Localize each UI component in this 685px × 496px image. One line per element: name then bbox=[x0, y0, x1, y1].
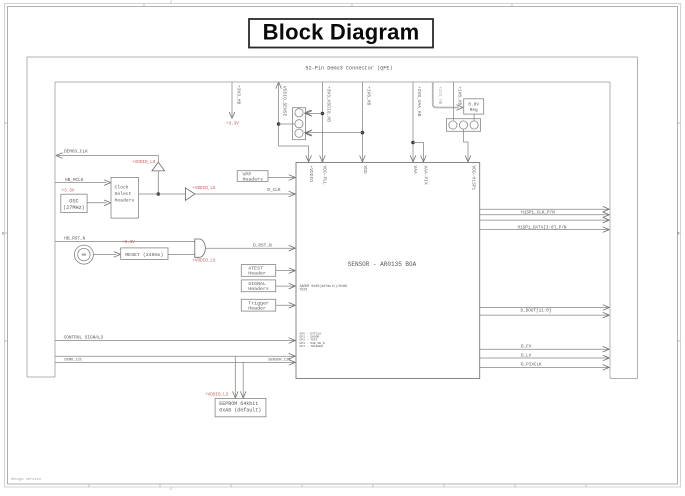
svg-text:D_CLK: D_CLK bbox=[267, 188, 281, 193]
svg-text:VDD-HiSPi: VDD-HiSPi bbox=[471, 166, 477, 191]
svg-text:+VDDIO: +VDDIO bbox=[308, 166, 314, 183]
svg-text:D_RST_N: D_RST_N bbox=[253, 244, 272, 249]
svg-text:SIGNAL: SIGNAL bbox=[248, 281, 266, 287]
svg-text:ATEST: ATEST bbox=[248, 266, 263, 272]
svg-text:DEMO_I2C: DEMO_I2C bbox=[64, 359, 82, 363]
svg-text:Block Diagram: Block Diagram bbox=[263, 19, 420, 44]
svg-text:+VDDIO_LS: +VDDIO_LS bbox=[132, 160, 156, 165]
svg-text:D_FV: D_FV bbox=[521, 344, 532, 349]
svg-text:+VDDIO_LS: +VDDIO_LS bbox=[205, 392, 229, 397]
svg-text:Headers: Headers bbox=[248, 286, 269, 292]
svg-text:+1V8_HB: +1V8_HB bbox=[456, 86, 462, 106]
svg-text:B: B bbox=[2, 232, 4, 236]
svg-text:+3V3_VDDIO_HB: +3V3_VDDIO_HB bbox=[325, 86, 331, 122]
svg-text:+VDDIO_LS: +VDDIO_LS bbox=[192, 186, 216, 191]
svg-text:Header: Header bbox=[248, 305, 266, 311]
svg-text:Trigger: Trigger bbox=[248, 300, 269, 306]
svg-text:GP1 - SADDR: GP1 - SADDR bbox=[300, 336, 320, 339]
svg-text:VDD-PLL: VDD-PLL bbox=[321, 166, 327, 186]
svg-text:Reg: Reg bbox=[470, 108, 478, 113]
svg-text:2: 2 bbox=[170, 487, 172, 491]
svg-text:GP4 - TRIGGER: GP4 - TRIGGER bbox=[300, 345, 324, 348]
svg-text:HB_RST_N: HB_RST_N bbox=[64, 236, 85, 241]
svg-text:VDD: VDD bbox=[362, 166, 368, 175]
svg-text:52-Pin Demo3 Connector (QFE): 52-Pin Demo3 Connector (QFE) bbox=[305, 65, 392, 71]
svg-text:Headers: Headers bbox=[115, 198, 135, 204]
svg-text:HiSPi_DATA[3:0]_P/N: HiSPi_DATA[3:0]_P/N bbox=[518, 225, 567, 230]
svg-text:+3.3V: +3.3V bbox=[62, 188, 75, 193]
svg-text:2: 2 bbox=[170, 0, 172, 4]
svg-text:SENSOR - AR0135 BGA: SENSOR - AR0135 BGA bbox=[348, 261, 417, 268]
svg-text:RESET (240ms): RESET (240ms) bbox=[125, 252, 163, 258]
svg-text:0.8V: 0.8V bbox=[468, 103, 479, 108]
svg-text:Select: Select bbox=[115, 191, 132, 197]
svg-text:VAA: VAA bbox=[412, 166, 418, 175]
svg-text:+1V2_HB: +1V2_HB bbox=[437, 86, 442, 105]
svg-text:MR: MR bbox=[82, 254, 87, 258]
svg-text:(27MHz): (27MHz) bbox=[63, 205, 85, 211]
svg-text:CONTROL SIGNALS: CONTROL SIGNALS bbox=[64, 336, 104, 341]
svg-text:B: B bbox=[677, 232, 679, 236]
svg-text:SADDR 0x90(default)/0x88: SADDR 0x90(default)/0x88 bbox=[300, 284, 348, 288]
svg-text:HiSPi_CLK_P/N: HiSPi_CLK_P/N bbox=[521, 210, 555, 215]
svg-text:D_PIXCLK: D_PIXCLK bbox=[521, 363, 542, 368]
svg-text:VPP: VPP bbox=[243, 172, 252, 178]
svg-text:VAA-PIX: VAA-PIX bbox=[423, 166, 429, 186]
svg-text:VDDIO_SENSE: VDDIO_SENSE bbox=[282, 86, 288, 117]
svg-text:Headers: Headers bbox=[243, 177, 264, 183]
svg-text:GP2 - TEST: GP2 - TEST bbox=[300, 339, 318, 342]
svg-text:Header: Header bbox=[248, 271, 266, 277]
svg-text:0xA0 (default): 0xA0 (default) bbox=[219, 407, 261, 413]
svg-text:HB_MCLK: HB_MCLK bbox=[65, 178, 84, 183]
svg-text:+3.3V: +3.3V bbox=[122, 240, 135, 245]
svg-text:design version: design version bbox=[11, 477, 41, 482]
svg-text:OSC: OSC bbox=[69, 198, 78, 204]
svg-text:+3.3V: +3.3V bbox=[226, 122, 239, 127]
svg-text:+VDDIO_LS: +VDDIO_LS bbox=[192, 258, 216, 263]
svg-text:+1V8_HB: +1V8_HB bbox=[365, 86, 371, 106]
svg-text:GP0 - EXTCLK: GP0 - EXTCLK bbox=[300, 333, 322, 336]
svg-text:GP3 - OAE_OE_N: GP3 - OAE_OE_N bbox=[300, 342, 325, 345]
svg-text:TEST: TEST bbox=[300, 288, 308, 292]
svg-text:SENSOR_I2C: SENSOR_I2C bbox=[268, 358, 291, 362]
svg-text:DEMO3_CLK: DEMO3_CLK bbox=[64, 150, 88, 155]
svg-text:D_DOUT[11:0]: D_DOUT[11:0] bbox=[521, 309, 552, 314]
svg-text:+2V8_VAA_HB: +2V8_VAA_HB bbox=[416, 86, 422, 117]
svg-text:+3V3_HB: +3V3_HB bbox=[236, 85, 242, 105]
svg-text:EEPROM 64kbit: EEPROM 64kbit bbox=[219, 401, 258, 407]
svg-text:D_LV: D_LV bbox=[521, 353, 532, 358]
svg-text:Clock: Clock bbox=[115, 185, 129, 191]
